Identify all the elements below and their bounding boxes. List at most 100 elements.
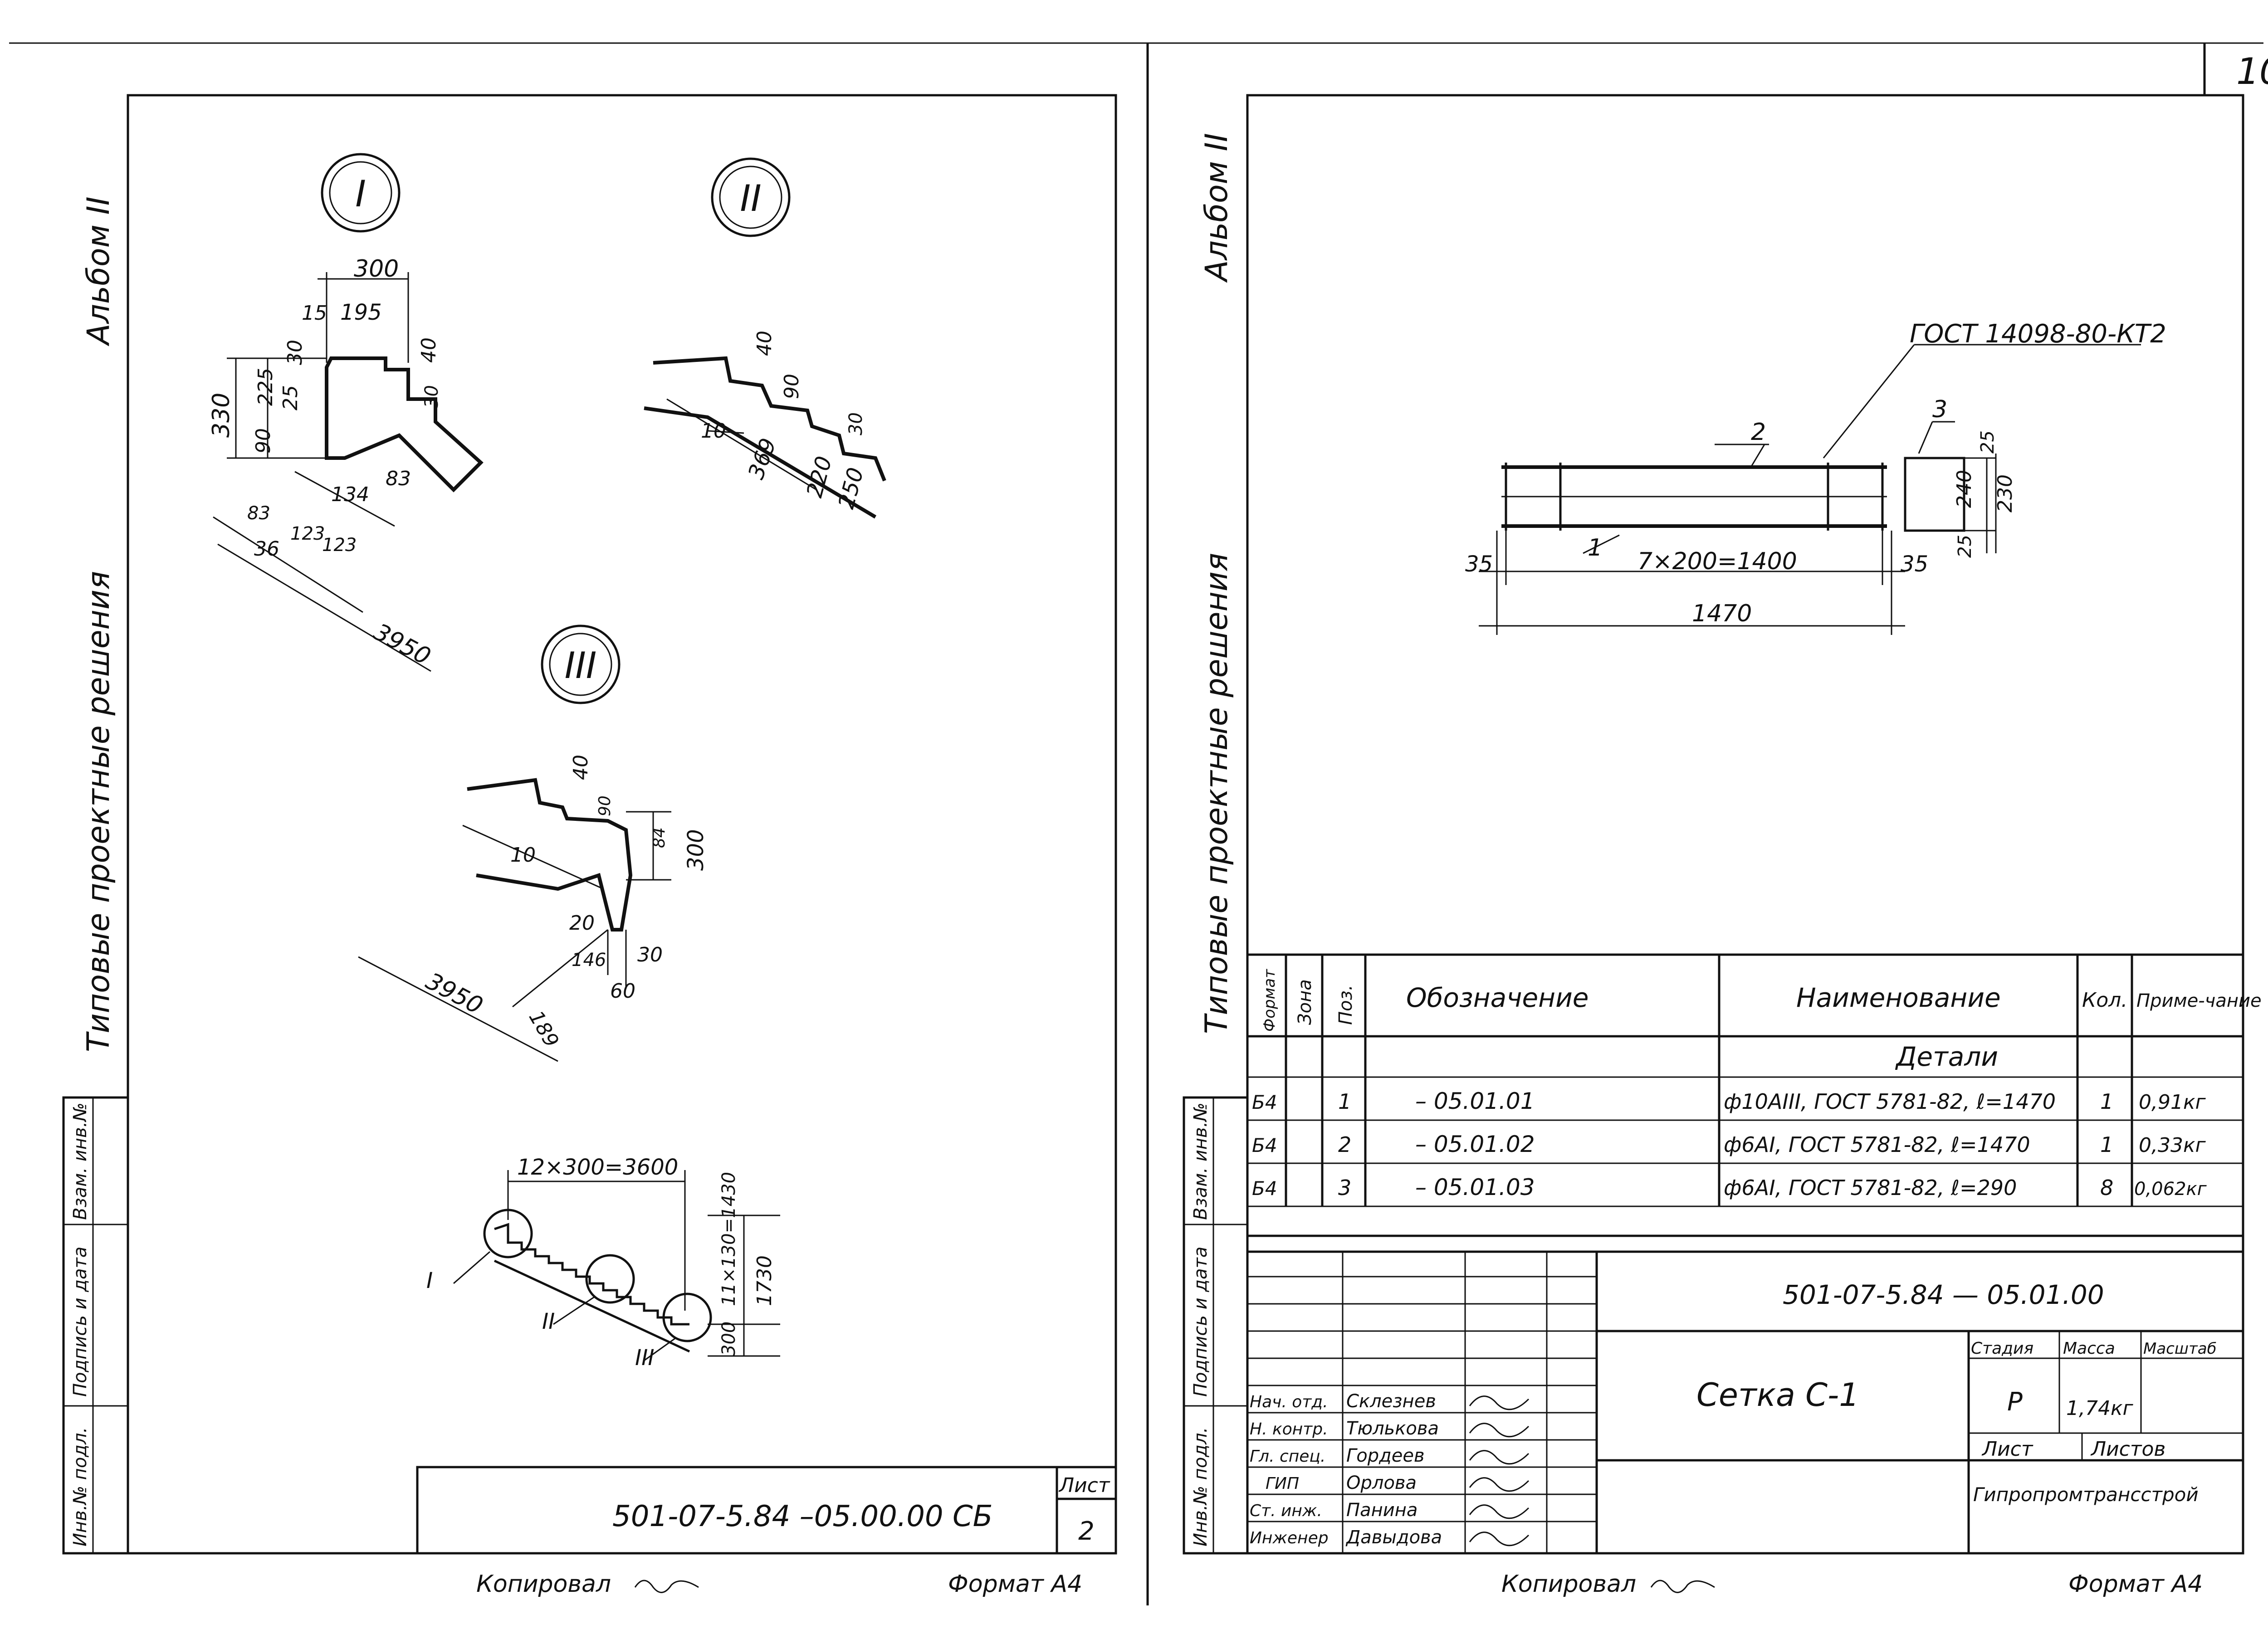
spec-row-1: Б4 1 – 05.01.01 ф10АIII, ГОСТ 5781-82, ℓ… (1252, 1088, 2206, 1114)
tb-person: Склезнев (1346, 1391, 1436, 1412)
mesh-dim-25-bottom: 25 (1955, 535, 1975, 558)
tb-signature (1469, 1504, 1530, 1519)
spec-cell-pos: 2 (1338, 1132, 1351, 1157)
spec-cell-qty: 1 (2100, 1132, 2113, 1157)
detail-I-dim-25: 25 (279, 385, 302, 410)
page-number: 10 (2236, 50, 2268, 93)
right-copied: Копировал (1501, 1571, 1636, 1598)
tb-person: Давыдова (1345, 1527, 1442, 1548)
spec-header-designation: Обозначение (1406, 982, 1589, 1013)
spec-cell-designation: – 05.01.02 (1415, 1131, 1535, 1157)
gost-note: ГОСТ 14098-80-КТ2 (1910, 319, 2166, 349)
mesh-callout-3: 3 (1932, 396, 1947, 423)
spec-cell-format: Б4 (1252, 1091, 1277, 1113)
tb-role: Н. контр. (1250, 1420, 1328, 1439)
spec-section-title: Детали (1895, 1041, 1998, 1072)
node-I-circle (321, 153, 401, 233)
spec-cell-note: 0,062кг (2134, 1179, 2207, 1200)
spec-cell-note: 0,33кг (2139, 1134, 2206, 1157)
tb-role-row: Гл. спец. Гордеев (1250, 1445, 1530, 1466)
mesh-dim-240: 240 (1953, 470, 1976, 508)
left-stamp-sign: Подпись и дата (70, 1247, 91, 1397)
right-format: Формат А4 (2068, 1571, 2203, 1598)
spec-header-pos: Поз. (1335, 985, 1356, 1025)
spec-table (1246, 953, 2244, 1237)
detail-III-dim-40: 40 (569, 755, 592, 780)
tb-role-row: ГИП Орлова (1266, 1473, 1530, 1493)
left-format: Формат А4 (948, 1571, 1082, 1598)
left-stamp-inv: Инв.№ подл. (70, 1427, 91, 1546)
tb-role: ГИП (1266, 1474, 1299, 1493)
right-sheet-frame (1246, 94, 2244, 1555)
detail-I-dim-300: 300 (354, 255, 399, 283)
stair-dim-300: 300 (719, 1322, 739, 1356)
tb-sheet-label: Лист (1981, 1438, 2033, 1461)
detail-I-dim-40: 40 (417, 337, 440, 363)
detail-I-dim-123a: 123 (290, 523, 325, 544)
detail-II-dim-30: 30 (846, 412, 866, 435)
detail-I-dim-195: 195 (340, 300, 382, 325)
right-side-title-album: Альбом II (1199, 133, 1235, 283)
detail-II-dim-90: 90 (780, 374, 803, 399)
right-title-block (1246, 1250, 2244, 1555)
detail-III-dim-90: 90 (596, 795, 614, 816)
detail-III-dim-300: 300 (683, 829, 709, 871)
detail-II-dim-220: 220 (802, 454, 837, 500)
detail-II-dim-10: 10 (701, 419, 726, 443)
tb-signature (1469, 1423, 1530, 1438)
mesh-drawing (1479, 344, 2141, 635)
tb-signature (1469, 1477, 1530, 1492)
detail-III-dim-189: 189 (524, 1007, 563, 1051)
stair-flight-drawing (453, 1170, 780, 1361)
spec-cell-name: ф10АIII, ГОСТ 5781-82, ℓ=1470 (1724, 1089, 2056, 1114)
tb-person: Орлова (1346, 1473, 1417, 1493)
tb-signature (1469, 1450, 1530, 1465)
stair-callout-III: III (635, 1345, 654, 1371)
tb-role: Инженер (1250, 1529, 1329, 1547)
detail-I-dim-36: 36 (254, 537, 279, 561)
tb-person: Панина (1346, 1500, 1418, 1521)
mesh-dim-1470: 1470 (1692, 600, 1752, 627)
spec-cell-name: ф6АI, ГОСТ 5781-82, ℓ=290 (1724, 1176, 2017, 1200)
tb-signature (1469, 1532, 1530, 1546)
node-III-label: III (565, 644, 597, 687)
detail-III-dim-20: 20 (569, 912, 595, 935)
detail-III-drawing (358, 778, 671, 1062)
spec-header-note: Приме-чание (2136, 990, 2262, 1011)
spec-cell-qty: 1 (2100, 1089, 2113, 1114)
detail-I-drawing (213, 272, 484, 672)
tb-signature (1469, 1395, 1530, 1410)
left-stamp-vzam: Взам. инв.№ (70, 1102, 91, 1220)
node-I-label: I (355, 173, 366, 215)
spec-row-2: Б4 2 – 05.01.02 ф6АI, ГОСТ 5781-82, ℓ=14… (1252, 1131, 2206, 1157)
tb-organization: Гипропромтрансстрой (1973, 1483, 2199, 1506)
mesh-dim-35-left: 35 (1465, 551, 1493, 577)
tb-role-row: Нач. отд. Склезнев (1250, 1391, 1530, 1412)
spec-header-zone: Зона (1295, 979, 1315, 1025)
detail-I-dim-225: 225 (254, 368, 277, 406)
tb-person: Гордеев (1346, 1445, 1425, 1466)
tb-role: Гл. спец. (1250, 1447, 1325, 1466)
tb-sheets-label: Листов (2090, 1438, 2165, 1461)
tb-role: Ст. инж. (1250, 1502, 1322, 1520)
mesh-dim-230: 230 (1994, 474, 2017, 512)
node-II-circle (711, 157, 791, 237)
spec-cell-format: Б4 (1252, 1134, 1277, 1156)
detail-III-dim-10: 10 (510, 844, 536, 867)
left-sheet: Альбом II Типовые проектные решения Инв.… (62, 94, 1117, 1598)
detail-I-dim-15: 15 (302, 302, 327, 325)
mesh-dim-35-right: 35 (1901, 551, 1928, 577)
detail-I-dim-3950: 3950 (369, 619, 435, 671)
node-III-circle (541, 624, 621, 704)
mesh-callout-2: 2 (1751, 419, 1766, 446)
spec-cell-pos: 1 (1338, 1089, 1351, 1114)
tb-person: Тюлькова (1346, 1418, 1439, 1439)
tb-role-row: Ст. инж. Панина (1250, 1500, 1530, 1521)
right-copied-signature (1650, 1580, 1715, 1593)
right-stamp-inv: Инв.№ подл. (1190, 1427, 1211, 1546)
tb-mass-value: 1,74кг (2066, 1397, 2134, 1420)
detail-III-dim-30: 30 (637, 943, 663, 966)
stair-dim-1730: 1730 (753, 1255, 776, 1306)
spec-header-qty: Кол. (2082, 989, 2127, 1012)
detail-I-dim-30: 30 (284, 340, 307, 365)
